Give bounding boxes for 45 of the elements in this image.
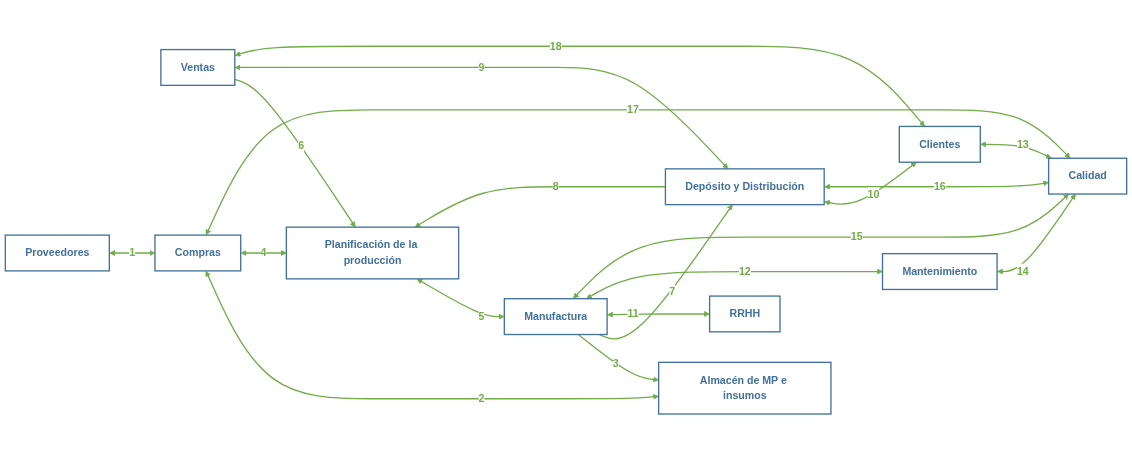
arrow <box>234 78 356 228</box>
edge-label: 3 <box>612 357 619 370</box>
node-box: Calidad <box>1047 157 1128 195</box>
arrow <box>205 270 659 400</box>
edge-label: 15 <box>850 230 863 243</box>
edge-label: 18 <box>549 40 562 52</box>
node-box: Mantenimiento <box>881 252 998 290</box>
edge-label: 14 <box>1016 265 1029 277</box>
arrow <box>416 278 505 320</box>
node-box: Manufactura <box>503 297 608 335</box>
node-box: Planificación de la producción <box>285 226 460 280</box>
edge-label: 11 <box>627 307 639 320</box>
edge-label: 4 <box>260 246 267 259</box>
node-box: Proveedores <box>4 234 110 272</box>
node-box: Clientes <box>898 125 981 163</box>
node-box: Almacén de MP e insumos <box>658 361 832 415</box>
arrow <box>586 268 883 299</box>
arrow <box>234 45 925 127</box>
edge-label: 2 <box>478 392 485 404</box>
arrow <box>577 333 659 383</box>
node-box: Ventas <box>160 48 236 86</box>
edge-label: 17 <box>626 103 639 115</box>
edge-label: 13 <box>1016 138 1029 150</box>
edge-label: 16 <box>933 180 946 192</box>
node-box: RRHH <box>708 295 781 333</box>
edge-label: 12 <box>738 265 751 277</box>
arrow <box>573 193 1069 299</box>
arrow <box>824 180 1049 190</box>
node-box: Depósito y Distribución <box>664 168 825 206</box>
arrow <box>997 193 1076 275</box>
node-box: Compras <box>154 234 242 272</box>
edge-label: 6 <box>298 139 305 151</box>
arrow <box>234 64 729 169</box>
edge-label: 8 <box>552 180 559 192</box>
edge-label: 5 <box>478 310 485 322</box>
arrow <box>607 310 710 318</box>
arrow <box>240 249 287 256</box>
edge-label: 10 <box>867 189 880 201</box>
arrow <box>980 141 1052 159</box>
edge-label: 7 <box>669 285 676 297</box>
arrow <box>205 109 1071 235</box>
edge-label: 9 <box>478 61 485 73</box>
arrow <box>598 204 733 340</box>
edge-label: 1 <box>129 246 136 259</box>
arrow <box>824 161 917 206</box>
